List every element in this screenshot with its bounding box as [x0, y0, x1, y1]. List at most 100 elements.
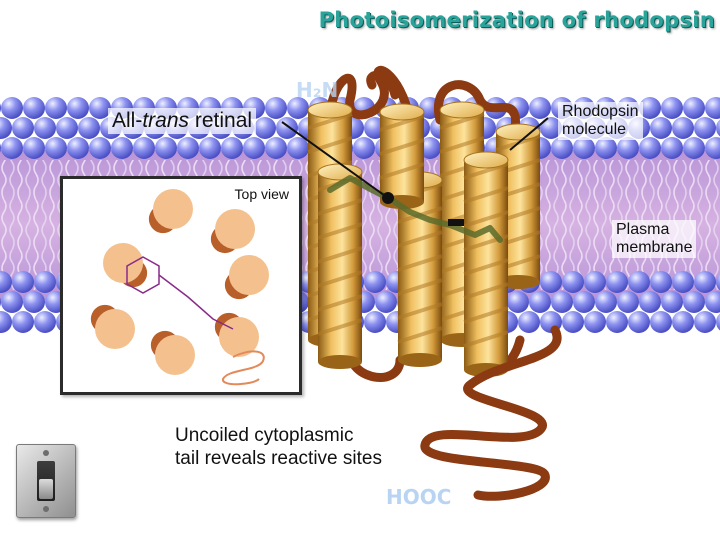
lipid-head — [705, 97, 720, 119]
lipid-head — [650, 117, 672, 139]
helix-cylinder — [464, 152, 508, 377]
lipid-head — [628, 271, 650, 293]
lipid-head — [45, 97, 67, 119]
lipid-head — [716, 117, 720, 139]
lipid-head — [606, 271, 628, 293]
lipid-head — [133, 137, 155, 159]
lipid-head — [265, 137, 287, 159]
lipid-head — [694, 117, 716, 139]
helix-top-circle — [91, 305, 135, 349]
lipid-head — [661, 97, 683, 119]
lipid-head — [1, 137, 23, 159]
lipid-head — [595, 291, 617, 313]
top-view-figure — [63, 179, 299, 392]
plasma-label-line1: Plasma — [616, 221, 692, 239]
light-switch-icon[interactable] — [16, 444, 76, 518]
lipid-head — [595, 137, 617, 159]
switch-toggle[interactable] — [39, 479, 53, 499]
tail-caption-line2: tail reveals reactive sites — [175, 447, 382, 470]
retinal-label-prefix: All- — [112, 109, 142, 132]
lipid-head — [364, 311, 386, 333]
lipid-head — [518, 311, 540, 333]
lipid-head — [375, 291, 397, 313]
retinal-pointer-dot — [382, 192, 394, 204]
lipid-head — [23, 137, 45, 159]
lipid-head — [672, 311, 694, 333]
lipid-head — [529, 97, 551, 119]
lipid-head — [45, 137, 67, 159]
lipid-head — [573, 291, 595, 313]
lipid-head — [661, 291, 683, 313]
retinal-label-suffix: retinal — [189, 109, 252, 132]
lipid-head — [67, 97, 89, 119]
lipid-head — [650, 311, 672, 333]
switch-screw-top — [43, 450, 49, 456]
lipid-head — [683, 137, 705, 159]
lipid-head — [1, 291, 23, 313]
lipid-head — [0, 311, 12, 333]
helix-top-circle — [215, 313, 259, 357]
lipid-head — [606, 311, 628, 333]
lipid-head — [694, 271, 716, 293]
helix-cylinder — [318, 164, 362, 369]
lipid-head — [221, 137, 243, 159]
lipid-head — [0, 117, 12, 139]
lipid-head — [672, 271, 694, 293]
plasma-label-line2: membrane — [616, 239, 692, 257]
helix-top-circle — [151, 331, 195, 375]
retinal-label-italic: trans — [142, 109, 189, 132]
lipid-head — [177, 137, 199, 159]
lipid-head — [694, 311, 716, 333]
helix-top-circle — [103, 243, 147, 287]
lipid-head — [584, 271, 606, 293]
top-view-inset: Top view — [60, 176, 302, 395]
lipid-head — [551, 291, 573, 313]
lipid-head — [34, 117, 56, 139]
switch-screw-bottom — [43, 506, 49, 512]
lipid-head — [78, 117, 100, 139]
lipid-head — [353, 137, 375, 159]
lipid-head — [551, 137, 573, 159]
tail-caption: Uncoiled cytoplasmic tail reveals reacti… — [175, 424, 382, 470]
lipid-head — [617, 137, 639, 159]
lipid-head — [276, 117, 298, 139]
transmembrane-helices — [308, 102, 540, 377]
lipid-head — [672, 117, 694, 139]
lipid-head — [254, 117, 276, 139]
lipid-head — [111, 137, 133, 159]
retinal-label: All-trans retinal — [108, 108, 256, 134]
lipid-head — [529, 291, 551, 313]
page-title: Photoisomerization of rhodopsin — [290, 8, 715, 32]
lipid-head — [562, 271, 584, 293]
lipid-head — [584, 311, 606, 333]
lipid-head — [683, 97, 705, 119]
lipid-head — [628, 311, 650, 333]
lipid-head — [639, 137, 661, 159]
plasma-membrane-label: Plasma membrane — [612, 220, 696, 258]
n-terminus-label: H₂N — [296, 78, 338, 102]
lipid-head — [243, 137, 265, 159]
lipid-head — [89, 137, 111, 159]
lipid-head — [23, 97, 45, 119]
lipid-head — [34, 311, 56, 333]
lipid-head — [12, 311, 34, 333]
lipid-head — [12, 117, 34, 139]
lipid-head — [683, 291, 705, 313]
lipid-head — [56, 117, 78, 139]
lipid-head — [617, 291, 639, 313]
lipid-head — [23, 291, 45, 313]
lipid-head — [265, 97, 287, 119]
lipid-head — [650, 271, 672, 293]
lipid-head — [67, 137, 89, 159]
helix-top-circle — [149, 189, 193, 233]
helix-top-circle — [211, 209, 255, 253]
lipid-head — [573, 137, 595, 159]
lipid-head — [199, 137, 221, 159]
retinal-binding-site — [448, 219, 464, 226]
rhodopsin-label-line2: molecule — [562, 121, 639, 139]
lipid-head — [0, 97, 1, 119]
lipid-head — [1, 97, 23, 119]
helix-top-circle — [225, 255, 269, 299]
tail-caption-line1: Uncoiled cytoplasmic — [175, 424, 382, 447]
lipid-head — [34, 271, 56, 293]
